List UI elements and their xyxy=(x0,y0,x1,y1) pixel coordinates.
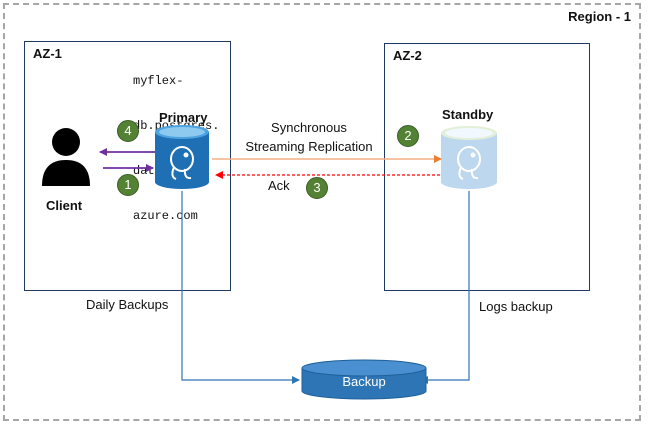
ack-label: Ack xyxy=(268,178,290,193)
backup-label: Backup xyxy=(342,374,386,389)
daily-backup-connector xyxy=(181,191,300,384)
storage-disk-icon xyxy=(301,359,427,400)
postgres-database-icon xyxy=(441,126,497,189)
az2-label: AZ-2 xyxy=(393,48,422,63)
step-badge-2: 2 xyxy=(397,125,419,147)
logs-backup-label: Logs backup xyxy=(479,299,553,314)
step-badge-3: 3 xyxy=(306,177,328,199)
sync-label-line: Streaming Replication xyxy=(245,139,373,154)
client-label: Client xyxy=(46,198,83,213)
standby-label: Standby xyxy=(442,107,494,122)
sync-label-line: Synchronous xyxy=(271,120,347,135)
logs-backup-connector xyxy=(420,191,470,384)
az1-label: AZ-1 xyxy=(33,46,62,61)
region-boundary xyxy=(3,3,641,421)
region-label: Region - 1 xyxy=(568,9,631,24)
step-badge-1: 1 xyxy=(117,174,139,196)
step-badge-4: 4 xyxy=(117,120,139,142)
user-icon xyxy=(42,128,90,186)
primary-label: Primary xyxy=(159,110,208,125)
endpoint-line: myflex- xyxy=(133,74,184,88)
postgres-database-icon xyxy=(155,125,209,189)
daily-backups-label: Daily Backups xyxy=(86,297,169,312)
sync-replication-label: Synchronous Streaming Replication xyxy=(236,118,382,156)
